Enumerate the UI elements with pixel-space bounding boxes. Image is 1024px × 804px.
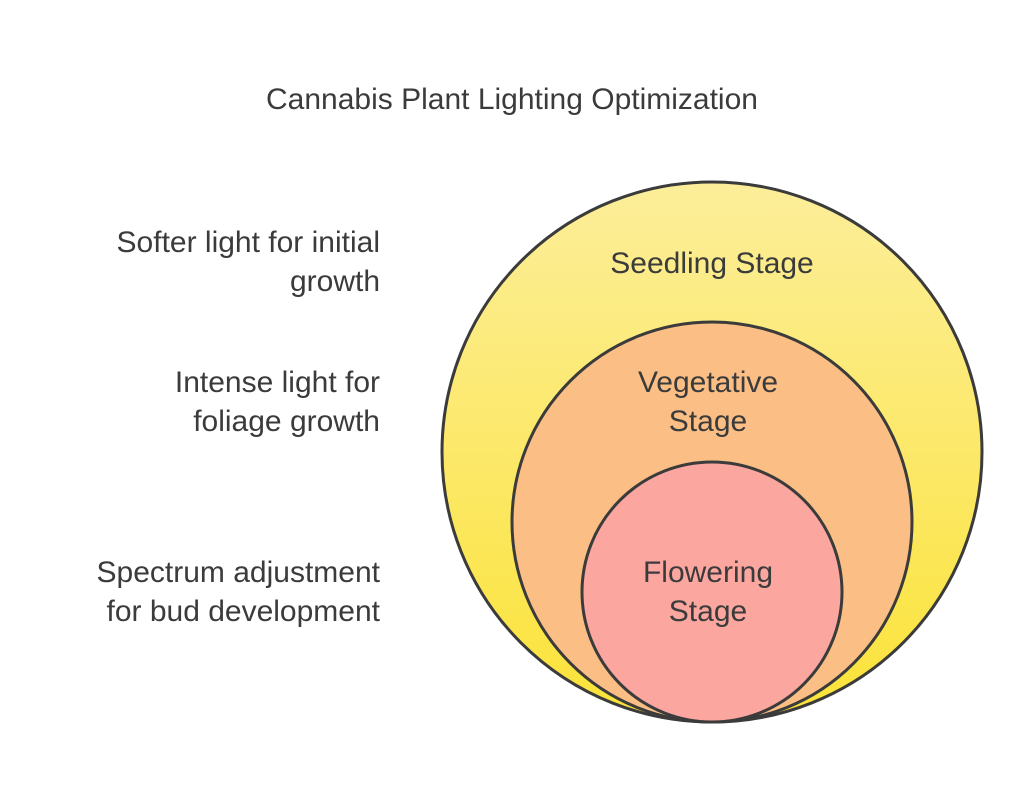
flowering-note-line-1: Spectrum adjustment: [96, 556, 380, 589]
diagram-title: Cannabis Plant Lighting Optimization: [266, 83, 758, 116]
flowering-stage-label-line-2: Stage: [669, 595, 747, 628]
seedling-stage-label: Seedling Stage: [610, 247, 814, 280]
flowering-stage-label-line-1: Flowering: [643, 556, 773, 589]
flowering-note: Spectrum adjustment for bud development: [20, 553, 380, 631]
flowering-note-line-2: for bud development: [106, 595, 380, 628]
vegetative-stage-label-line-1: Vegetative: [638, 366, 778, 399]
seedling-note: Softer light for initial growth: [20, 223, 380, 301]
vegetative-note: Intense light for foliage growth: [20, 363, 380, 441]
seedling-note-line-1: Softer light for initial: [116, 226, 380, 259]
vegetative-note-line-2: foliage growth: [193, 405, 380, 438]
seedling-note-line-2: growth: [289, 265, 380, 298]
vegetative-stage-label-line-2: Stage: [669, 405, 747, 438]
flowering-stage-circle: [580, 460, 844, 724]
vegetative-note-line-1: Intense light for: [174, 366, 380, 399]
